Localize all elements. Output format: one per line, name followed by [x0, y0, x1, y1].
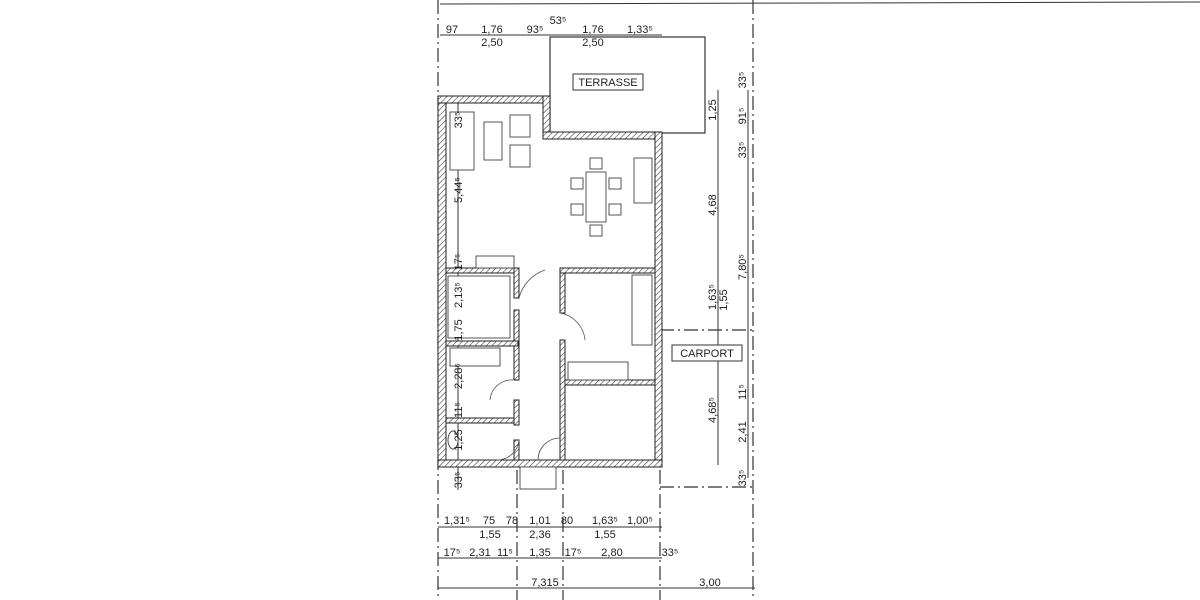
dim-label: 1,55	[479, 529, 500, 541]
cabinet	[475, 255, 515, 269]
dim-label: 1,31⁵	[444, 515, 470, 527]
dim-label: 1,25	[453, 429, 465, 450]
terrace-label: TERRASSE	[578, 77, 637, 89]
furniture	[447, 111, 653, 490]
dim-label: 1,55	[594, 529, 615, 541]
armchair	[509, 114, 531, 138]
dim-label: 33⁵	[737, 470, 749, 487]
dim-label: 1,75	[453, 319, 465, 340]
dim-label: 17⁵	[565, 547, 582, 559]
dim-label: 11⁵	[737, 384, 749, 400]
dim-label: 53⁵	[550, 15, 567, 27]
dim-label: 93⁵	[527, 24, 544, 36]
dim-label: 33⁵	[453, 472, 465, 489]
chair	[589, 224, 603, 237]
dim-label: 1,25	[707, 99, 719, 120]
carport-label-box	[671, 344, 743, 362]
dim-label: 97	[446, 24, 458, 36]
dim-label: 3,00	[699, 577, 720, 589]
washing-machine	[449, 347, 501, 367]
dim-label: 5,44⁵	[453, 177, 465, 203]
dim-label: 1,63⁵	[592, 515, 618, 527]
door-swing	[489, 379, 515, 401]
toilet	[447, 430, 459, 450]
dim-label: 75	[483, 515, 495, 527]
dim-label: 1,55	[718, 289, 730, 310]
dim-label: 2,50	[582, 37, 603, 49]
left-dimensions: 33⁵ 5,44⁵ 17⁵ 2,13⁵ 1,75 2,28⁵ 11⁵ 1,25 …	[453, 112, 465, 489]
dim-label: 2,13⁵	[453, 282, 465, 308]
right-dimensions: 1,25 4,68 1,63⁵ 1,55 4,68⁵ 33⁵ 91⁵ 33⁵ 7…	[707, 72, 749, 487]
staircase	[447, 275, 511, 339]
bottom-dimensions: 1,31⁵ 75 78 1,01 80 1,63⁵ 1,00⁵ 1,55 2,3…	[444, 515, 721, 589]
dim-label: 1,01	[529, 515, 550, 527]
chair	[608, 177, 622, 190]
kitchen-counter	[567, 361, 629, 381]
dim-label: 11⁵	[497, 547, 513, 559]
armchair	[509, 144, 531, 168]
dim-label: 17⁵	[453, 254, 465, 271]
carport-label: CARPORT	[680, 348, 734, 360]
dim-label: 1,63⁵	[707, 284, 719, 310]
dim-label: 11⁵	[453, 402, 465, 418]
dim-label: 7,315	[531, 577, 559, 589]
top-dimensions: 97 1,76 2,50 93⁵ 53⁵ 1,76 2,50 1,33⁵	[446, 15, 653, 49]
dim-label: 2,36	[529, 529, 550, 541]
chair	[589, 157, 603, 170]
house-walls	[437, 95, 663, 468]
dim-label: 1,00⁵	[627, 515, 653, 527]
dim-label: 2,80	[601, 547, 622, 559]
dim-label: 33⁵	[737, 72, 749, 89]
dim-label: 2,31	[469, 547, 490, 559]
door-swing	[559, 312, 586, 341]
dim-label: 33⁵	[453, 112, 465, 129]
entrance-step	[519, 466, 557, 490]
dim-label: 2,28⁵	[453, 363, 465, 389]
dim-label: 91⁵	[737, 108, 749, 125]
dim-label: 33⁵	[737, 142, 749, 159]
terrace-label-box	[572, 73, 644, 91]
sideboard	[633, 157, 653, 204]
dim-label: 2,41	[737, 421, 749, 442]
door-swing	[518, 269, 546, 299]
door-swing	[496, 439, 520, 461]
kitchen-counter	[631, 274, 653, 346]
dim-label: 80	[561, 515, 573, 527]
chair	[570, 177, 584, 190]
dim-label: 2,50	[481, 37, 502, 49]
dim-label: 1,76	[481, 24, 502, 36]
dim-label: 4,68	[707, 194, 719, 215]
dining-table	[585, 171, 607, 223]
dim-label: 4,68⁵	[707, 397, 719, 423]
door-swing	[537, 437, 561, 461]
dim-label: 33⁵	[662, 547, 679, 559]
chair	[608, 203, 622, 216]
coffee-table	[483, 121, 503, 161]
dimension-lines	[438, 1, 1200, 589]
dim-label: 78	[506, 515, 518, 527]
dim-label: 1,33⁵	[627, 24, 653, 36]
dim-label: 7,80⁵	[737, 254, 749, 280]
chair	[570, 203, 584, 216]
sofa	[449, 111, 475, 171]
dim-label: 1,76	[582, 24, 603, 36]
dim-label: 17⁵	[444, 547, 461, 559]
dim-label: 1,35	[529, 547, 550, 559]
